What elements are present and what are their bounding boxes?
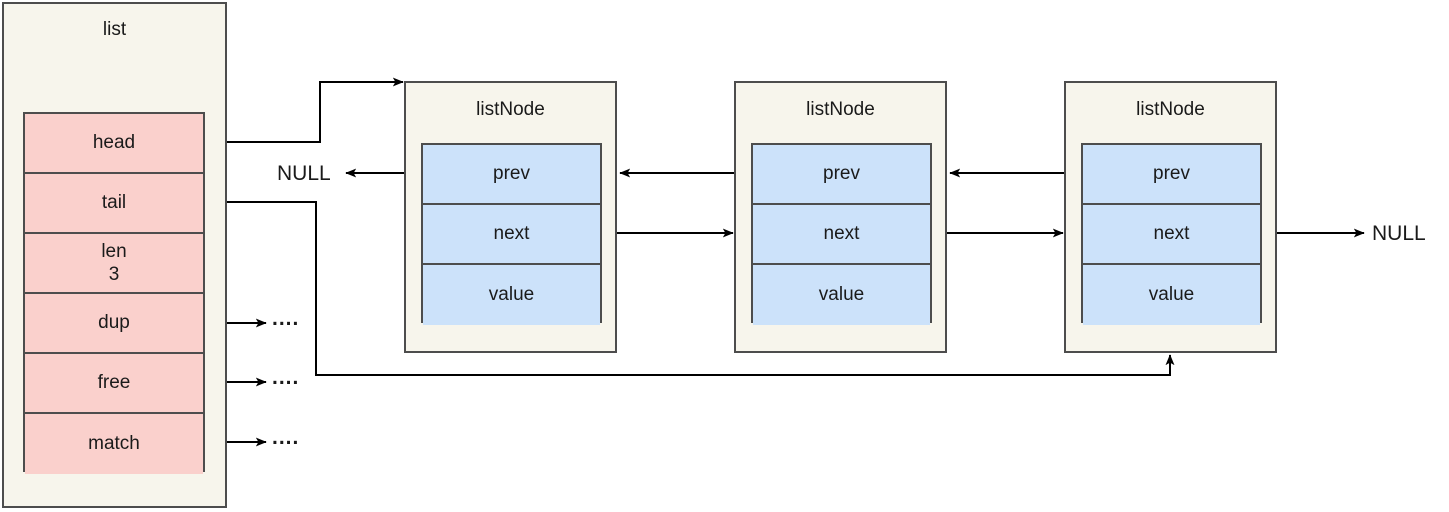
- listnode-2-field-next[interactable]: next: [753, 205, 930, 265]
- list-field-match-label: match: [88, 433, 140, 455]
- listnode-3-field-next[interactable]: next: [1083, 205, 1260, 265]
- null-label-right: NULL: [1372, 222, 1426, 245]
- listnode-3-field-prev[interactable]: prev: [1083, 145, 1260, 205]
- listnode-1-field-stack: prev next value: [421, 143, 602, 325]
- list-field-len[interactable]: len 3: [25, 234, 203, 294]
- listnode-1-field-next-label: next: [493, 223, 530, 245]
- null-label-left: NULL: [277, 162, 331, 185]
- listnode-1-title: listNode: [476, 99, 545, 120]
- listnode-1-field-prev[interactable]: prev: [423, 145, 600, 205]
- listnode-1-field-value[interactable]: value: [423, 265, 600, 325]
- listnode-2-field-value-label: value: [818, 284, 865, 306]
- listnode-2-field-stack: prev next value: [751, 143, 932, 325]
- listnode-2-field-value[interactable]: value: [753, 265, 930, 325]
- free-callback-label: ....: [272, 366, 300, 389]
- list-field-stack: head tail len 3 dup free match: [23, 112, 205, 474]
- list-struct-title: list: [102, 19, 127, 40]
- list-field-tail-label: tail: [101, 192, 127, 214]
- listnode-1-field-value-label: value: [488, 284, 535, 306]
- listnode-2-title: listNode: [806, 99, 875, 120]
- listnode-3-field-next-label: next: [1153, 223, 1190, 245]
- listnode-3-title: listNode: [1136, 99, 1205, 120]
- list-field-len-value: 3: [108, 264, 120, 285]
- list-field-dup[interactable]: dup: [25, 294, 203, 354]
- list-field-free-label: free: [97, 372, 131, 394]
- listnode-2-field-prev-label: prev: [823, 163, 860, 185]
- listnode-2-field-next-label: next: [823, 223, 860, 245]
- dup-callback-label: ....: [272, 307, 300, 330]
- listnode-3-field-value[interactable]: value: [1083, 265, 1260, 325]
- edge-head-to-node1: [204, 77, 404, 143]
- listnode-3-field-value-label: value: [1148, 284, 1195, 306]
- list-field-dup-label: dup: [98, 312, 130, 334]
- list-field-free[interactable]: free: [25, 354, 203, 414]
- match-callback-label: ....: [272, 426, 300, 449]
- list-field-head[interactable]: head: [25, 114, 203, 174]
- list-field-head-label: head: [92, 132, 136, 154]
- list-field-tail[interactable]: tail: [25, 174, 203, 234]
- listnode-1-field-prev-label: prev: [493, 163, 530, 185]
- listnode-1-field-next[interactable]: next: [423, 205, 600, 265]
- edge-tail-to-node3: [204, 201, 1175, 376]
- listnode-3-field-stack: prev next value: [1081, 143, 1262, 325]
- listnode-3-field-prev-label: prev: [1153, 163, 1190, 185]
- listnode-2-field-prev[interactable]: prev: [753, 145, 930, 205]
- list-field-match[interactable]: match: [25, 414, 203, 474]
- list-field-len-label: len: [101, 240, 127, 262]
